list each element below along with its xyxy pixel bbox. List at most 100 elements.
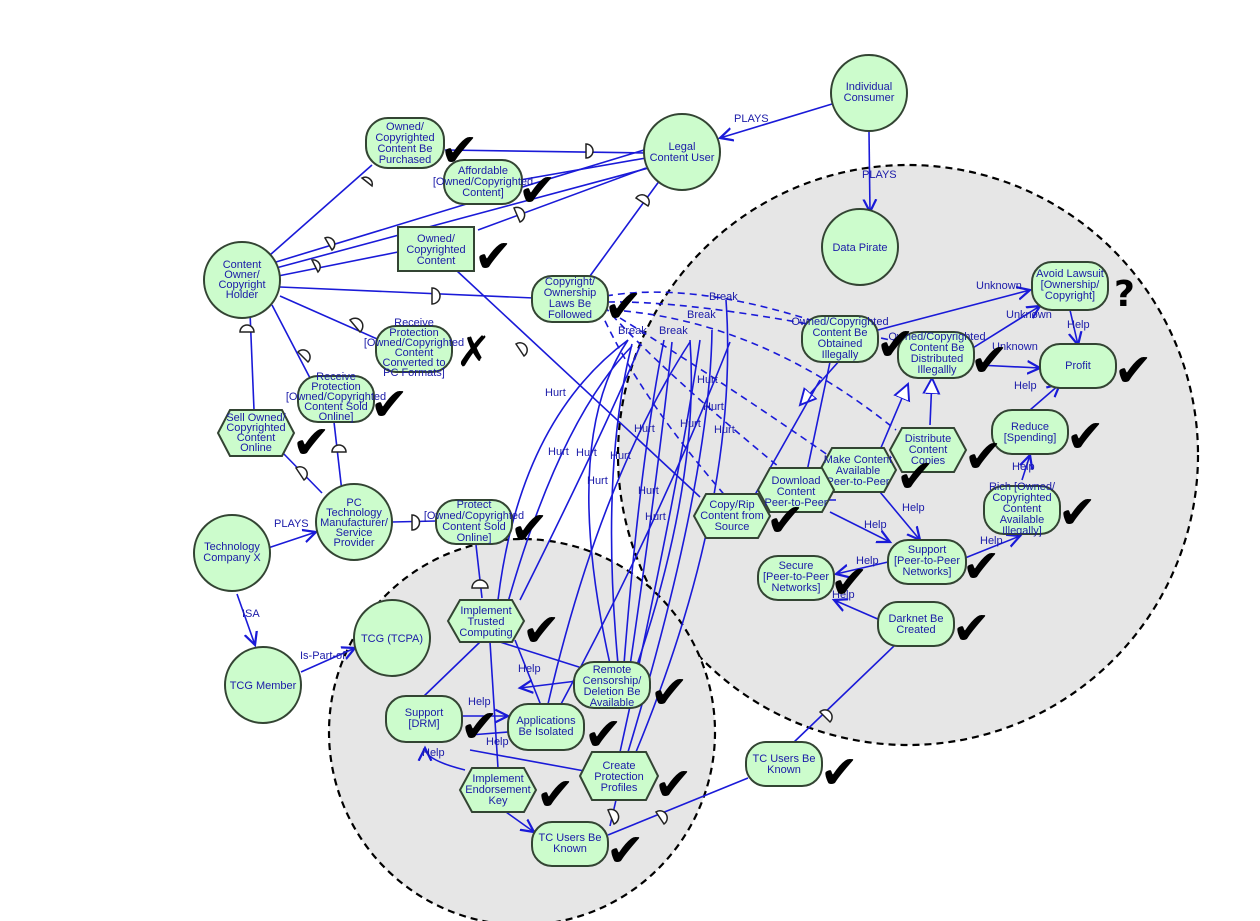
softgoal-profit[interactable]: Profit [1039,343,1117,389]
edge-label-isa: ISA [242,608,260,620]
satisfied-check: ✔ [522,603,561,657]
softgoal-support-drm[interactable]: Support[DRM] [385,695,463,743]
edge-label-help: Help [864,519,887,531]
edge-label-help: Help [832,589,855,601]
edge-label-hurt: Hurt [703,401,724,413]
svg-text:Profit: Profit [1065,360,1091,372]
satisfied-check: ✔ [370,377,409,431]
edge-label-break: Break [687,309,716,321]
satisfied-check: ✔ [1114,343,1153,397]
edge-label-unknown: Unknown [992,341,1038,353]
softgoal-avoid-lawsuit[interactable]: Avoid Lawsuit[Ownership/Copyright] [1031,261,1109,311]
edge-label-hurt: Hurt [645,511,666,523]
edge-label-help: Help [902,502,925,514]
edge-label-unknown: Unknown [976,280,1022,292]
actor-data-pirate[interactable]: Data Pirate [821,208,899,286]
edge-label-unknown: Unknown [1006,309,1052,321]
svg-text:TCG Member: TCG Member [230,680,297,692]
edge-label-help: Help [422,747,445,759]
satisfied-check: ✔ [606,823,645,877]
satisfied-check: ✔ [970,333,1009,387]
satisfied-check: ✔ [952,601,991,655]
edge-label-hurt: Hurt [576,447,597,459]
edge-label-plays: PLAYS [274,518,309,530]
edge-label-help: Help [1014,380,1037,392]
edge-label-break: Break [618,325,647,337]
satisfied-check: ✔ [654,757,693,811]
actor-tcg-member[interactable]: TCG Member [224,646,302,724]
edge-label-hurt: Hurt [638,485,659,497]
satisfied-check: ✔ [292,415,331,469]
evaluation-marks: ✔ ✔ ✔ ✔ ✗ ✔ ✔ ✔ ✔ ✔ ✔ ✔ ✔ ✔ ✔ ✔ ? ✔ ✔ ✔ … [292,123,1153,877]
svg-text:Avoid Lawsuit[Ownership/Copyri: Avoid Lawsuit[Ownership/Copyright] [1036,268,1104,302]
satisfied-check: ✔ [962,539,1001,593]
edge-label-hurt: Hurt [634,423,655,435]
satisfied-check: ✔ [440,123,479,177]
edge-label-help: Help [1067,319,1090,331]
satisfied-check: ✔ [830,555,869,609]
svg-text:TCG (TCPA): TCG (TCPA) [361,633,423,645]
edge-label-help: Help [486,736,509,748]
edge-label-hurt: Hurt [680,418,701,430]
satisfied-check: ✔ [896,449,935,503]
satisfied-check: ✔ [460,699,499,753]
edge-label-help: Help [468,696,491,708]
satisfied-check: ✔ [584,707,623,761]
svg-text:Data Pirate: Data Pirate [832,242,887,254]
softgoal-reduce-spending[interactable]: Reduce[Spending] [991,409,1069,455]
actor-tcg-tcpa[interactable]: TCG (TCPA) [353,599,431,677]
edge-label-hurt: Hurt [610,450,631,462]
satisfied-check: ✔ [604,279,643,333]
edge-label-plays: PLAYS [862,169,897,181]
edge-label-plays: PLAYS [734,113,769,125]
satisfied-check: ✔ [536,767,575,821]
